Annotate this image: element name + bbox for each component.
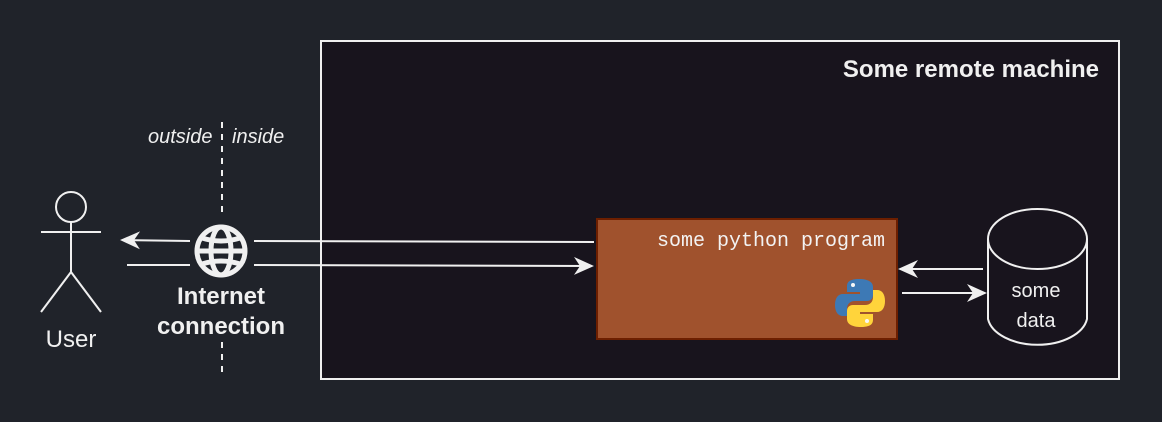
database-cylinder-icon [987,208,1088,346]
internet-label-line2: connection [156,313,285,340]
internet-label-line1: Internet [176,283,265,310]
arrow-internet-to-user [120,231,191,250]
internet-connection-label: Internet connection [140,282,302,342]
outside-label: outside [148,126,213,148]
arrow-internet-to-program [253,256,594,275]
data-store-label: some data [986,276,1086,336]
python-program-label: some python program [656,230,885,253]
python-logo-icon [835,279,885,327]
globe-icon [194,224,248,278]
line-program-to-internet [253,240,595,243]
user-icon [40,191,102,313]
user-label: User [45,326,97,353]
remote-machine-title: Some remote machine [842,56,1099,83]
data-label-line1: some [1011,280,1061,302]
data-label-line2: data [1016,310,1056,332]
inside-label: inside [232,126,285,148]
